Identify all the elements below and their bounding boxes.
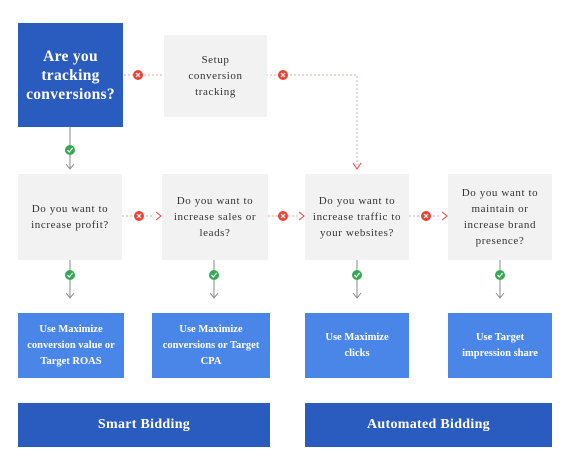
result-label: Use Maximize conversions or Target CPA: [162, 323, 260, 367]
setup-node: Setup conversion tracking: [164, 35, 267, 117]
question-brand: Do you want to maintain or increase bran…: [448, 174, 552, 260]
arrow-head: [495, 292, 505, 299]
x-icon: [278, 70, 288, 80]
check-icon: [352, 270, 362, 280]
automated-bidding-band: Automated Bidding: [305, 403, 552, 447]
question-label: Do you want to increase profit?: [31, 203, 109, 231]
group-label: Smart Bidding: [97, 417, 191, 432]
question-traffic: Do you want to increase traffic to your …: [305, 174, 409, 260]
arrow-head: [352, 292, 362, 299]
arrow-head: [65, 292, 75, 299]
check-icon: [65, 145, 75, 155]
arrow-head: [209, 292, 219, 299]
result-cpa: Use Maximize conversions or Target CPA: [152, 313, 270, 378]
question-sales: Do you want to increase sales or leads?: [162, 174, 268, 260]
group-label: Automated Bidding: [367, 417, 490, 432]
check-icon: [65, 270, 75, 280]
setup-label: Setup conversion tracking: [188, 54, 243, 98]
smart-bidding-band: Smart Bidding: [18, 403, 270, 447]
result-clicks: Use Maximize clicks: [305, 313, 409, 378]
question-label: Do you want to maintain or increase bran…: [461, 187, 539, 247]
arrow-head: [352, 162, 362, 170]
x-icon: [421, 211, 431, 221]
result-roas: Use Maximize conversion value or Target …: [18, 313, 124, 378]
check-icon: [209, 270, 219, 280]
arrow-head: [298, 211, 305, 221]
check-icon: [495, 270, 505, 280]
result-label: Use Maximize clicks: [325, 331, 389, 359]
result-impression-share: Use Target impression share: [448, 313, 552, 378]
result-label: Use Maximize conversion value or Target …: [27, 323, 115, 367]
start-node: Are you tracking conversions?: [18, 23, 123, 127]
question-profit: Do you want to increase profit?: [18, 174, 122, 260]
start-label: Are you tracking conversions?: [26, 47, 115, 103]
question-label: Do you want to increase sales or leads?: [173, 195, 257, 239]
arrow-head: [65, 163, 75, 170]
x-icon: [133, 70, 143, 80]
result-label: Use Target impression share: [462, 331, 538, 359]
x-icon: [278, 211, 288, 221]
arrow-head: [441, 211, 448, 221]
no-connector: [266, 74, 358, 165]
x-icon: [134, 211, 144, 221]
question-label: Do you want to increase traffic to your …: [312, 195, 402, 239]
arrow-head: [155, 211, 162, 221]
